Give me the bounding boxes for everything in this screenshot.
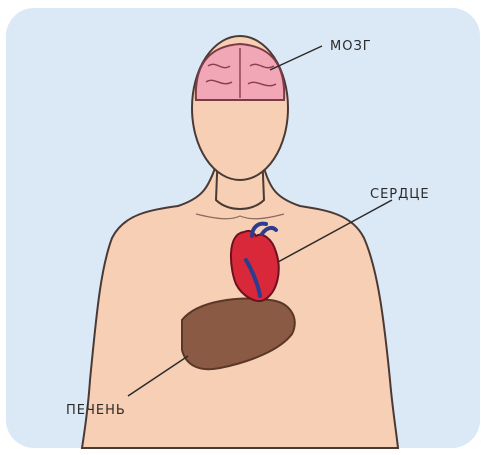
heart-label: СЕРДЦЕ — [370, 187, 430, 202]
brain-label: МОЗГ — [330, 39, 372, 54]
liver-label: ПЕЧЕНЬ — [66, 403, 126, 418]
